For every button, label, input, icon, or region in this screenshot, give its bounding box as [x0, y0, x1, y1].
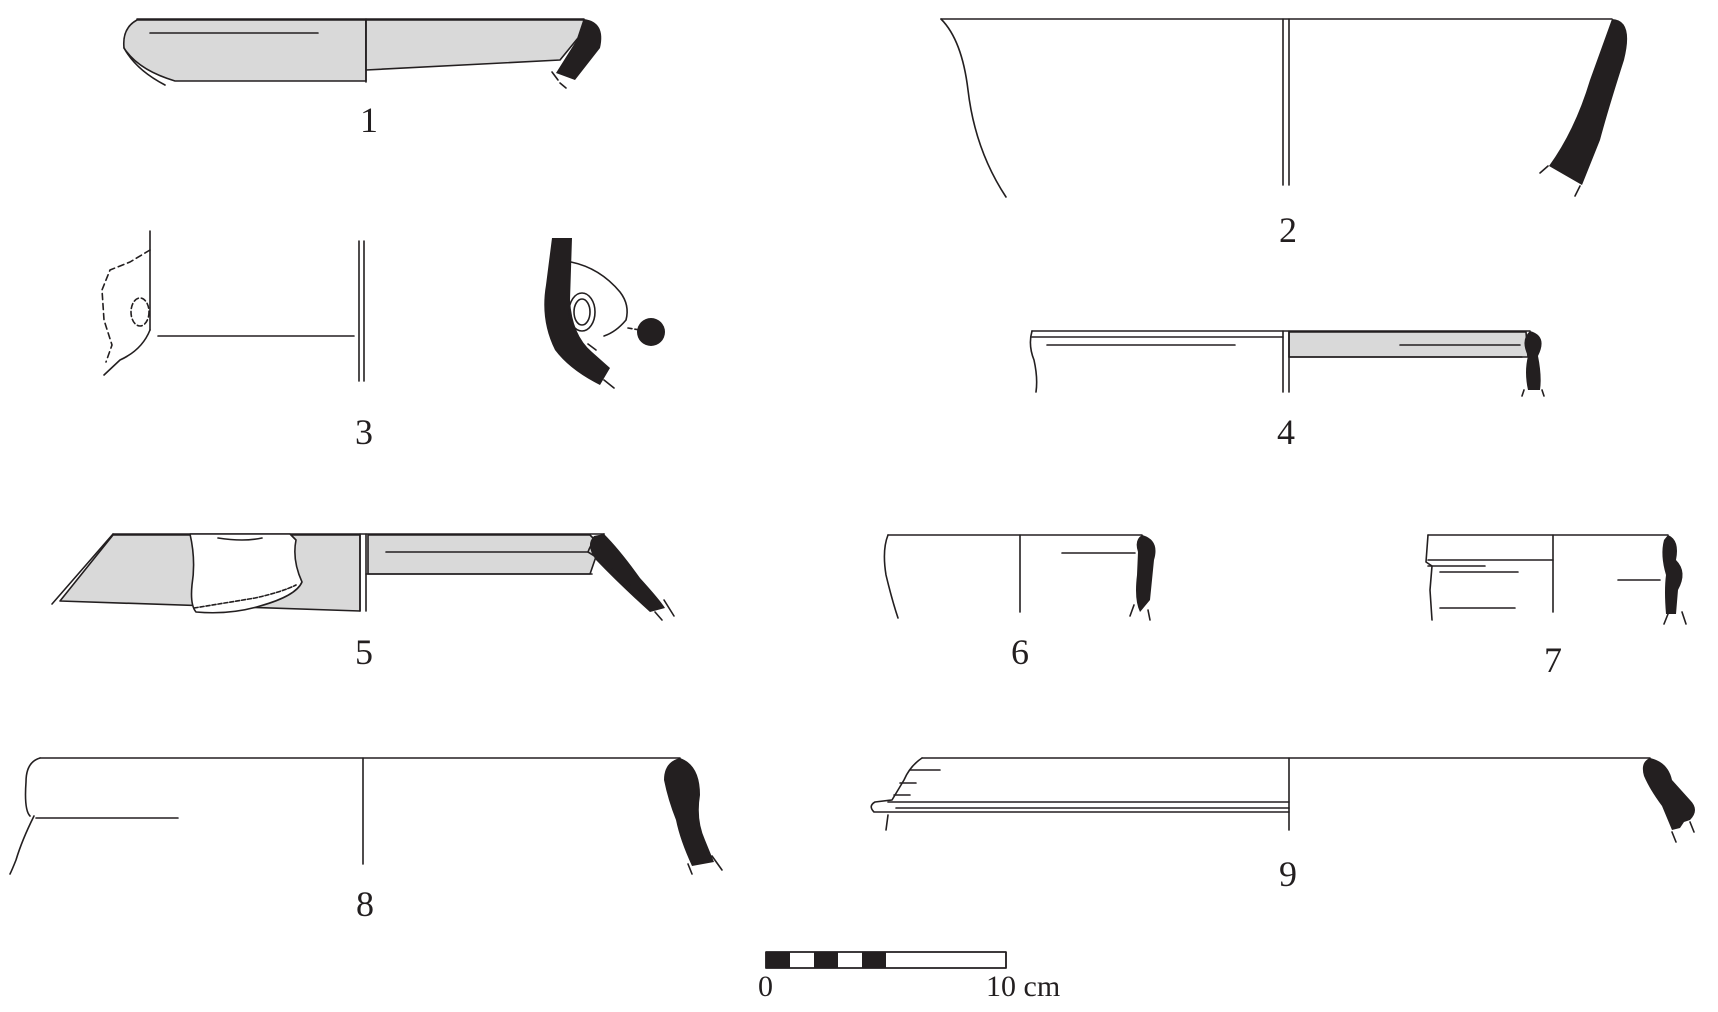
vessel-number-9: 9: [1279, 854, 1297, 894]
scale-start-label: 0: [758, 970, 773, 1003]
vessel-3-drawing: [101, 230, 665, 389]
vessel-number-3: 3: [355, 412, 373, 452]
vessel-7-drawing: [1425, 534, 1687, 625]
vessel-number-7: 7: [1544, 640, 1562, 680]
vessel-number-4: 4: [1277, 412, 1295, 452]
vessel-6-drawing: [883, 534, 1156, 621]
vessel-number-6: 6: [1011, 632, 1029, 672]
vessel-5-drawing: [51, 533, 675, 621]
vessel-4-drawing: [1029, 330, 1545, 397]
vessel-2-drawing: [940, 18, 1628, 198]
vessel-number-2: 2: [1279, 210, 1297, 250]
vessel-number-8: 8: [356, 884, 374, 924]
scale-end-label: 10 cm: [986, 970, 1061, 1003]
scale-bar: [765, 951, 1007, 969]
vessel-8-drawing: [9, 757, 723, 875]
vessel-number-5: 5: [355, 632, 373, 672]
vessel-1-drawing: [122, 18, 602, 89]
vessel-9-drawing: [870, 757, 1695, 843]
vessel-number-1: 1: [360, 100, 378, 140]
